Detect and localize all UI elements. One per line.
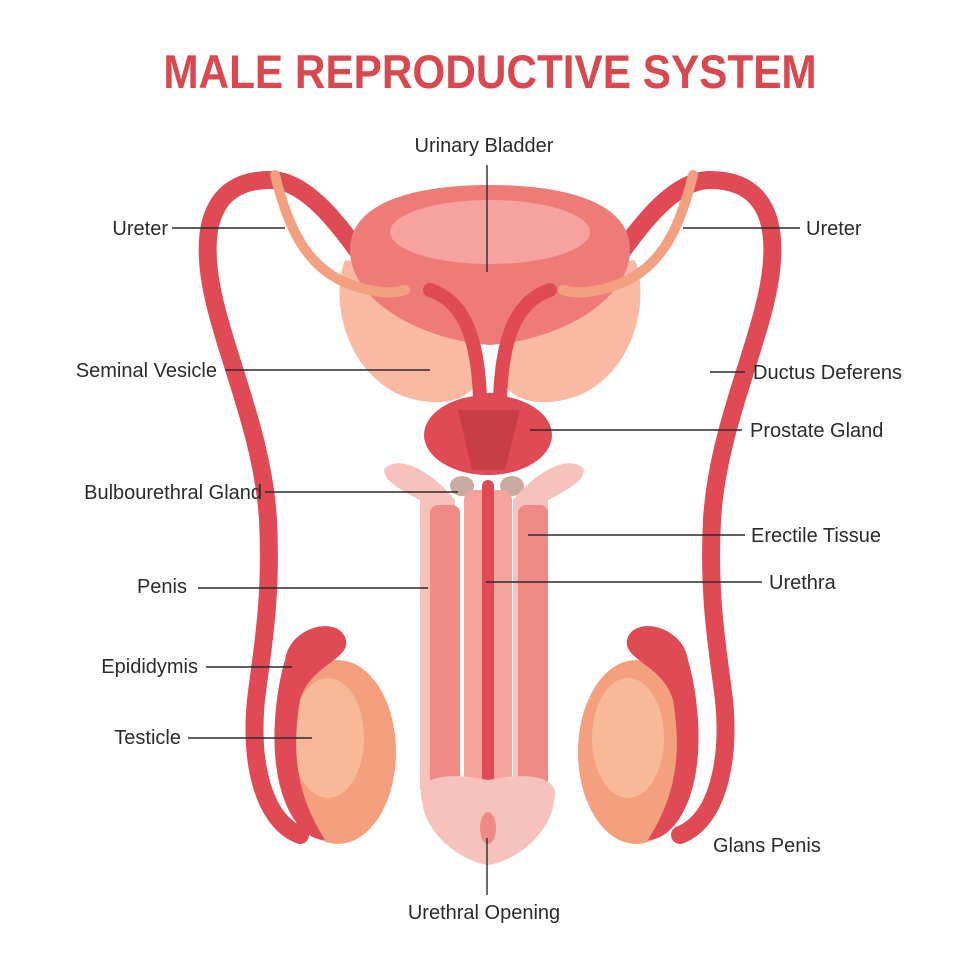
- label-epididymis: Epididymis: [101, 656, 198, 678]
- label-testicle: Testicle: [114, 727, 181, 749]
- page-title: MALE REPRODUCTIVE SYSTEM: [163, 45, 817, 98]
- label-penis: Penis: [137, 576, 187, 598]
- ductus-deferens-right: [551, 170, 782, 844]
- label-seminal-vesicle: Seminal Vesicle: [76, 360, 217, 382]
- ductus-deferens-left: [198, 170, 429, 844]
- label-ureter-left: Ureter: [112, 218, 168, 240]
- urethral-opening-mark: [480, 812, 496, 844]
- label-bulbourethral-gland: Bulbourethral Gland: [84, 482, 262, 504]
- ureter-right: [558, 170, 698, 298]
- label-prostate-gland: Prostate Gland: [750, 420, 883, 442]
- epididymis-right: [626, 626, 699, 840]
- label-erectile-tissue: Erectile Tissue: [751, 525, 881, 547]
- label-urethral-opening: Urethral Opening: [408, 902, 560, 924]
- ureter-left: [270, 170, 410, 298]
- label-urinary-bladder: Urinary Bladder: [415, 135, 554, 157]
- label-ductus-deferens: Ductus Deferens: [753, 362, 902, 384]
- label-ureter-right: Ureter: [806, 218, 862, 240]
- label-urethra: Urethra: [769, 572, 837, 594]
- testicle-left-highlight: [292, 678, 364, 798]
- bulbourethral-gland-left: [450, 476, 474, 496]
- bladder-highlight: [390, 200, 590, 264]
- testicle-right-highlight: [592, 678, 664, 798]
- urethra: [482, 480, 494, 810]
- erectile-tissue-left: [430, 505, 460, 795]
- epididymis-left: [274, 626, 347, 840]
- prostate-inner: [458, 410, 520, 470]
- label-glans-penis: Glans Penis: [713, 835, 821, 857]
- erectile-tissue-right: [518, 505, 548, 795]
